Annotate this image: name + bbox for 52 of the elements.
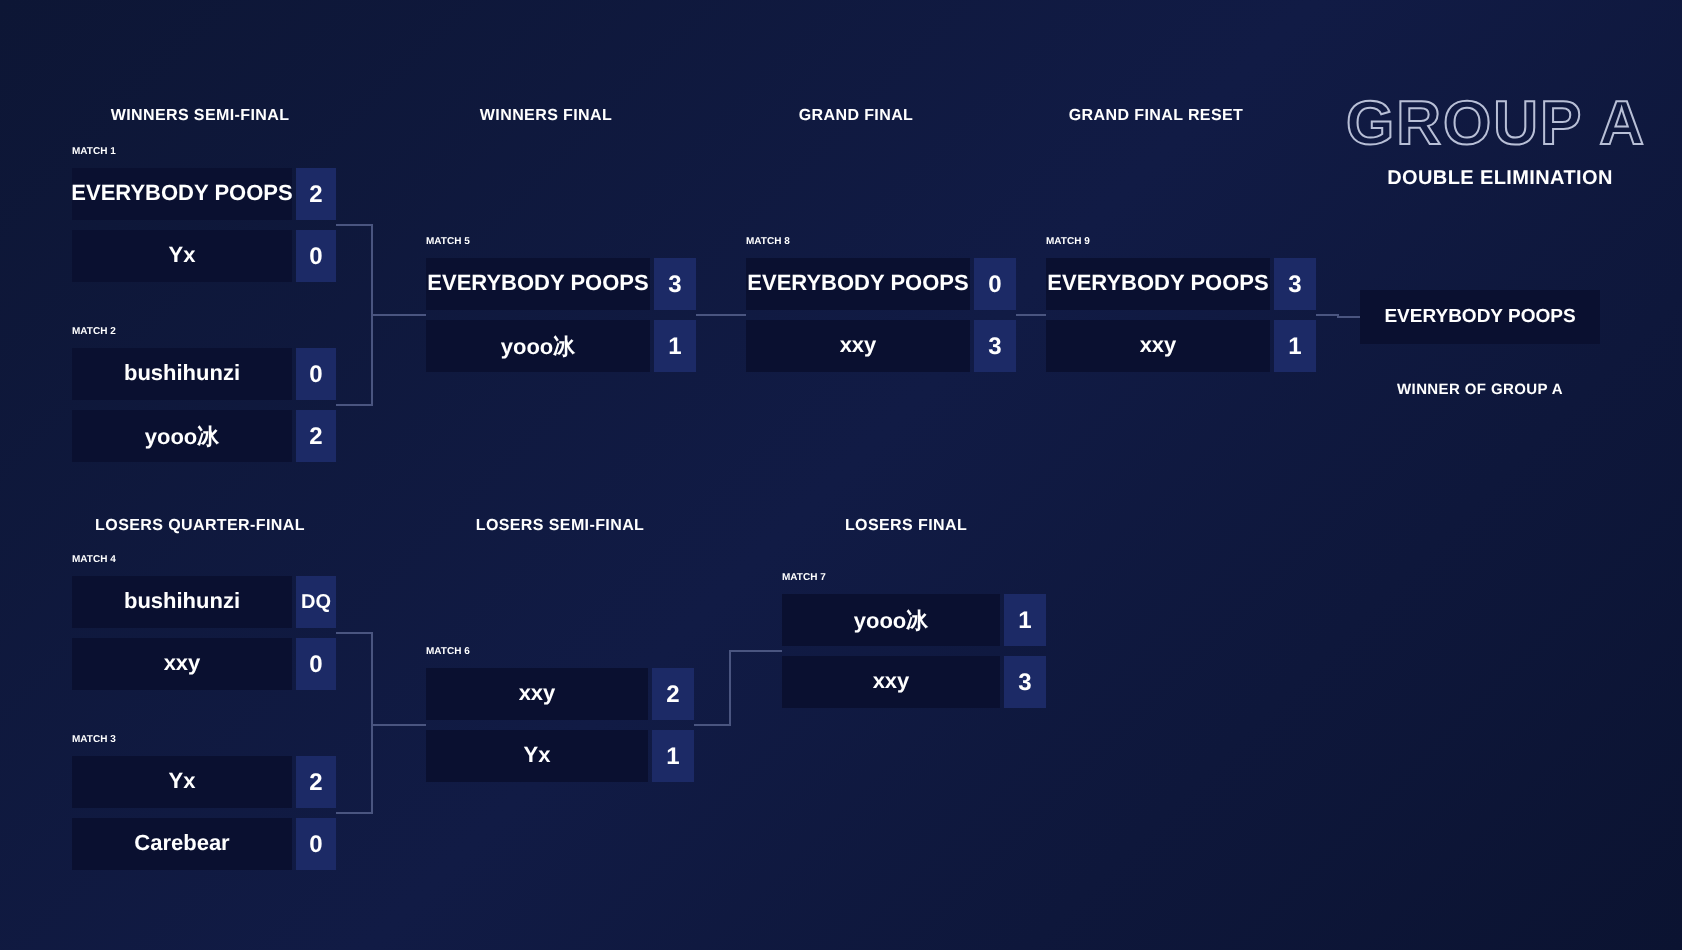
subtitle: DOUBLE ELIMINATION bbox=[1387, 168, 1613, 190]
team-name: xxy bbox=[1046, 320, 1270, 372]
score: 1 bbox=[1274, 320, 1316, 372]
team-name: yooo冰 bbox=[426, 320, 650, 372]
team-name: Yx bbox=[72, 756, 292, 808]
score: 3 bbox=[974, 320, 1016, 372]
score: 0 bbox=[296, 638, 336, 690]
score: 2 bbox=[296, 410, 336, 462]
round-heading: WINNERS SEMI-FINAL bbox=[110, 106, 290, 124]
team-name: Yx bbox=[72, 230, 292, 282]
winner-name: EVERYBODY POOPS bbox=[1360, 290, 1600, 344]
team-name: bushihunzi bbox=[72, 576, 292, 628]
team-name: xxy bbox=[782, 656, 1000, 708]
round-heading: LOSERS QUARTER-FINAL bbox=[95, 516, 305, 534]
bracket-line bbox=[335, 314, 427, 406]
bracket-line bbox=[1015, 314, 1047, 316]
score: 1 bbox=[1004, 594, 1046, 646]
group-title: GROUP A bbox=[1346, 88, 1646, 160]
team-name: bushihunzi bbox=[72, 348, 292, 400]
score: 2 bbox=[296, 168, 336, 220]
round-heading: LOSERS FINAL bbox=[844, 516, 968, 534]
team-name: xxy bbox=[746, 320, 970, 372]
team-name: Yx bbox=[426, 730, 648, 782]
score: 0 bbox=[296, 818, 336, 870]
score: 0 bbox=[974, 258, 1016, 310]
bracket-line bbox=[693, 650, 783, 726]
score: 1 bbox=[654, 320, 696, 372]
round-heading: WINNERS FINAL bbox=[479, 106, 613, 124]
team-name: yooo冰 bbox=[782, 594, 1000, 646]
round-heading: GRAND FINAL bbox=[798, 106, 914, 124]
round-heading: LOSERS SEMI-FINAL bbox=[475, 516, 645, 534]
score: 3 bbox=[1004, 656, 1046, 708]
score: 2 bbox=[652, 668, 694, 720]
round-heading: GRAND FINAL RESET bbox=[1068, 106, 1244, 124]
team-name: Carebear bbox=[72, 818, 292, 870]
score: 1 bbox=[652, 730, 694, 782]
bracket-line bbox=[695, 314, 747, 316]
team-name: EVERYBODY POOPS bbox=[1046, 258, 1270, 310]
bracket-line bbox=[1315, 314, 1361, 318]
score: 2 bbox=[296, 756, 336, 808]
score: 3 bbox=[654, 258, 696, 310]
team-name: xxy bbox=[426, 668, 648, 720]
team-name: EVERYBODY POOPS bbox=[72, 168, 292, 220]
score: DQ bbox=[296, 576, 336, 628]
score: 0 bbox=[296, 230, 336, 282]
team-name: xxy bbox=[72, 638, 292, 690]
team-name: EVERYBODY POOPS bbox=[426, 258, 650, 310]
score: 3 bbox=[1274, 258, 1316, 310]
bracket-line bbox=[335, 724, 427, 814]
score: 0 bbox=[296, 348, 336, 400]
team-name: EVERYBODY POOPS bbox=[746, 258, 970, 310]
team-name: yooo冰 bbox=[72, 410, 292, 462]
